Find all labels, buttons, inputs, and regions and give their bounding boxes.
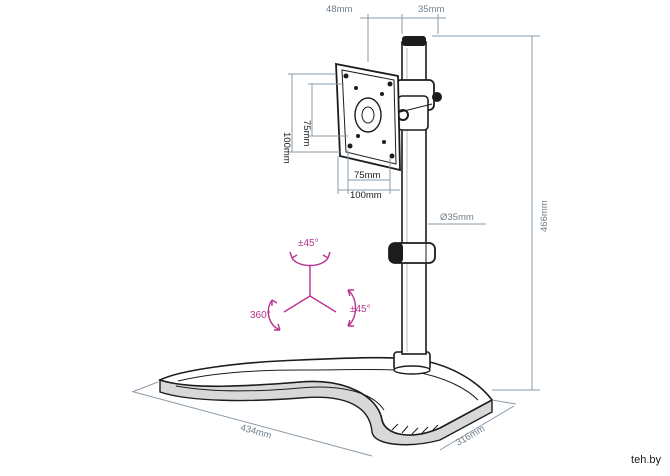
vesa-plate [335,62,401,172]
swivel-label: ±45° [350,304,371,315]
dimension-lines [131,14,540,457]
dim-total-height: 466mm [539,200,550,232]
dim-offset-left: 48mm [326,4,352,15]
tilt-arrow-icon [289,251,331,267]
watermark-prefix: teh [631,454,647,466]
tilt-bracket [395,79,442,131]
dim-vesa-inner-vertical: 75mm [301,120,312,146]
rotate-arrow-icon [267,299,281,331]
watermark: teh.by [628,453,664,467]
swivel-arrow-icon [347,289,357,327]
dim-vesa-outer-vertical: 100mm [281,132,292,164]
watermark-suffix: by [649,454,661,466]
dim-vesa-outer-horizontal: 100mm [350,190,382,201]
rotate-label: 360° [250,310,271,321]
watermark-dot: . [646,454,650,466]
tilt-label: ±45° [298,238,319,249]
stand-base [157,351,494,446]
rotation-axes [283,266,337,313]
cable-clip [388,242,436,264]
dim-offset-right: 35mm [418,4,444,15]
dim-pole-diameter: Ø35mm [440,212,474,223]
dim-vesa-inner-horizontal: 75mm [354,170,380,181]
